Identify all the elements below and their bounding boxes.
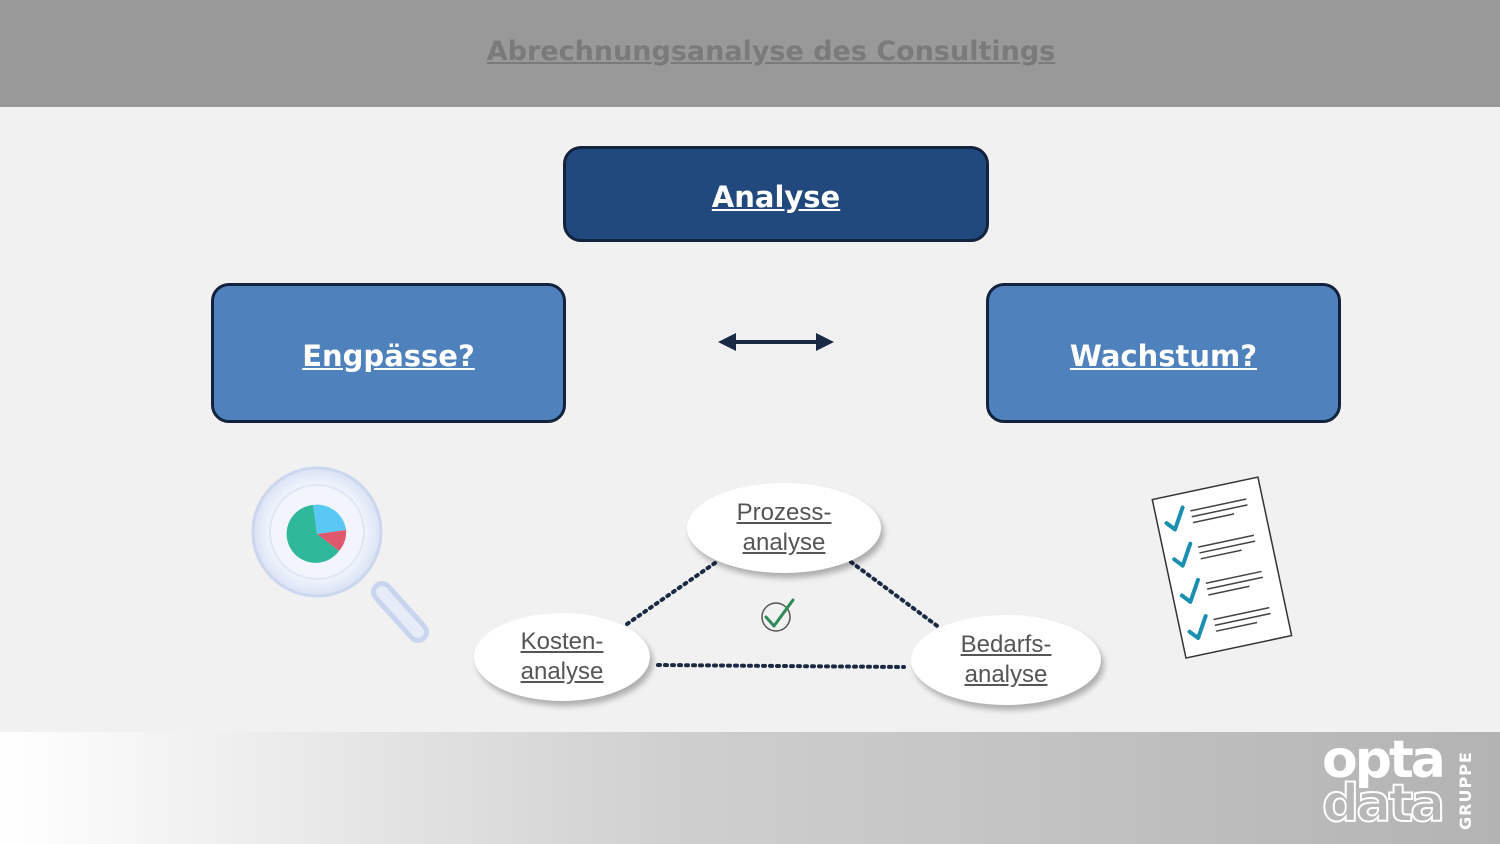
bedarf-line2: analyse xyxy=(964,661,1048,688)
magnifier-pie-chart-icon xyxy=(251,466,429,643)
engpaesse-box: Engpässe? xyxy=(211,283,566,423)
connector-kosten-bedarf xyxy=(656,663,906,669)
analyse-label: Analyse xyxy=(711,180,841,214)
logo-data-text: data xyxy=(1321,774,1446,834)
bedarf-line1: Bedarfs- xyxy=(960,631,1052,658)
wachstum-box: Wachstum? xyxy=(986,283,1341,423)
prozess-line1: Prozess- xyxy=(736,499,832,526)
analyse-box: Analyse xyxy=(563,146,989,242)
checkmark-circle-icon xyxy=(761,598,795,632)
logo-opta-text: opta xyxy=(1322,730,1446,790)
kosten-analyse-node: Kosten- analyse xyxy=(474,613,650,701)
footer-bar xyxy=(0,732,1500,844)
page-title: Abrechnungsanalyse des Consultings xyxy=(486,36,1056,67)
kosten-line1: Kosten- xyxy=(520,628,604,655)
prozess-analyse-node: Prozess- analyse xyxy=(687,483,881,573)
prozess-line2: analyse xyxy=(742,529,826,556)
engpaesse-label: Engpässe? xyxy=(302,339,475,373)
connector-prozess-kosten xyxy=(625,561,717,626)
logo-gruppe-text: GRUPPE xyxy=(1456,751,1475,830)
bedarfs-analyse-node: Bedarfs- analyse xyxy=(911,615,1101,705)
checklist-icon xyxy=(1151,476,1293,659)
wachstum-label: Wachstum? xyxy=(1069,339,1258,373)
kosten-line2: analyse xyxy=(520,658,604,685)
opta-data-logo: opta data GRUPPE xyxy=(1321,730,1492,836)
double-arrow-icon xyxy=(718,333,834,351)
connector-prozess-bedarf xyxy=(849,560,942,630)
connector-lines xyxy=(625,560,942,669)
header-bar: Abrechnungsanalyse des Consultings xyxy=(0,0,1500,107)
